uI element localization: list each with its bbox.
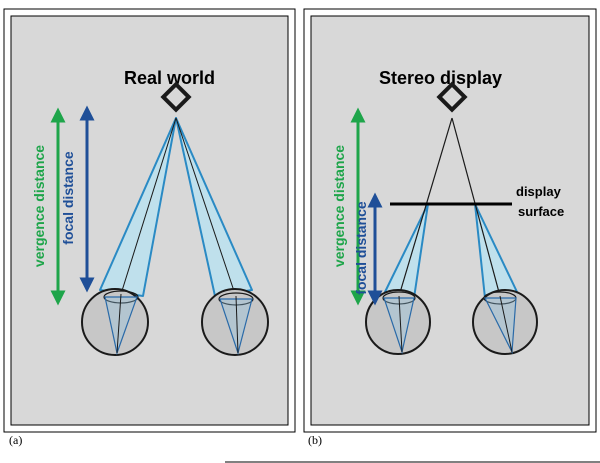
right-visual-axis	[451, 117, 501, 297]
vergence-distance-label: vergence distance	[31, 145, 47, 267]
right-eye-icon	[201, 288, 269, 356]
focal-distance-label: focal distance	[60, 151, 76, 245]
panel-b: Stereo display display surface	[303, 8, 597, 447]
panel-a-title: Real world	[124, 68, 215, 88]
panel-b-caption: (b)	[308, 433, 322, 447]
panel-a-caption: (a)	[9, 433, 22, 447]
display-surface-label-line2: surface	[518, 204, 564, 219]
target-diamond-icon	[436, 81, 468, 113]
left-visual-axis	[120, 117, 177, 295]
target-diamond-icon	[160, 81, 192, 113]
right-visual-axis	[175, 117, 236, 295]
left-eye-icon	[365, 289, 431, 355]
display-surface-label-line1: display	[516, 184, 562, 199]
left-eye-icon	[81, 288, 149, 356]
vergence-distance-label: vergence distance	[331, 145, 347, 267]
left-visual-axis	[398, 117, 453, 297]
panel-a: Real world vergence distance focal dista…	[3, 8, 296, 447]
panel-b-title: Stereo display	[379, 68, 502, 88]
focal-distance-label: focal distance	[353, 201, 369, 295]
right-eye-icon	[472, 289, 538, 355]
